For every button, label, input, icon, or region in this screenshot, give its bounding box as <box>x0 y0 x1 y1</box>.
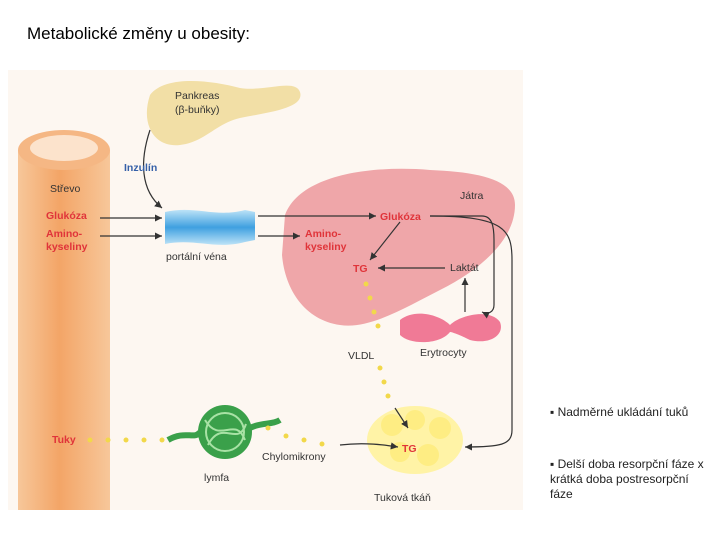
label-amino-left-2: kyseliny <box>46 241 88 253</box>
bullet-fat-storage: ▪ Nadměrné ukládání tuků <box>550 405 689 419</box>
label-amino-liver-2: kyseliny <box>305 241 347 253</box>
label-tg-adipose: TG <box>402 443 417 455</box>
label-vldl: VLDL <box>348 350 374 362</box>
intestine-tube <box>18 130 110 510</box>
page-title: Metabolické změny u obesity: <box>27 24 250 43</box>
portal-vein-shape <box>165 209 255 245</box>
arrow-glucose-to-adipose <box>429 215 513 451</box>
label-lymph: lymfa <box>204 472 229 484</box>
dotted-vldl-path <box>363 281 391 399</box>
arrow-vldl-to-adipose <box>394 407 409 429</box>
label-amino-liver-1: Amino- <box>305 228 342 240</box>
label-glucose-liver: Glukóza <box>380 211 421 223</box>
label-adipose: Tuková tkáň <box>374 492 431 504</box>
arrow-insulin <box>142 129 163 209</box>
dotted-fat-path <box>87 425 325 447</box>
label-chylomicrons: Chylomikrony <box>262 451 326 463</box>
arrow-glucose-loop <box>430 215 495 319</box>
label-insulin: Inzulín <box>124 162 157 174</box>
label-portal-vein: portální véna <box>166 251 227 263</box>
bullet-resorption-phase: ▪ Delší doba resorpční fáze x krátká dob… <box>550 457 704 501</box>
label-lactate: Laktát <box>450 262 479 274</box>
erythrocyte-shape <box>400 313 501 343</box>
label-liver: Játra <box>460 190 484 202</box>
label-tg-liver: TG <box>353 263 368 275</box>
liver-shape <box>282 168 515 326</box>
label-amino-left-1: Amino- <box>46 228 83 240</box>
label-pancreas-1: Pankreas <box>175 90 219 102</box>
adipose-tissue <box>367 406 463 474</box>
lymph-knot <box>166 405 282 459</box>
arrow-chylo-to-adipose <box>339 442 399 450</box>
pancreas-shape <box>146 80 301 146</box>
label-intestine: Střevo <box>50 183 81 195</box>
arrow-glucose-to-tg <box>369 221 401 261</box>
label-fats: Tuky <box>52 434 76 446</box>
label-pancreas-2: (β-buňky) <box>175 104 220 116</box>
label-glucose-left: Glukóza <box>46 210 87 222</box>
label-erythrocytes: Erytrocyty <box>420 347 467 359</box>
